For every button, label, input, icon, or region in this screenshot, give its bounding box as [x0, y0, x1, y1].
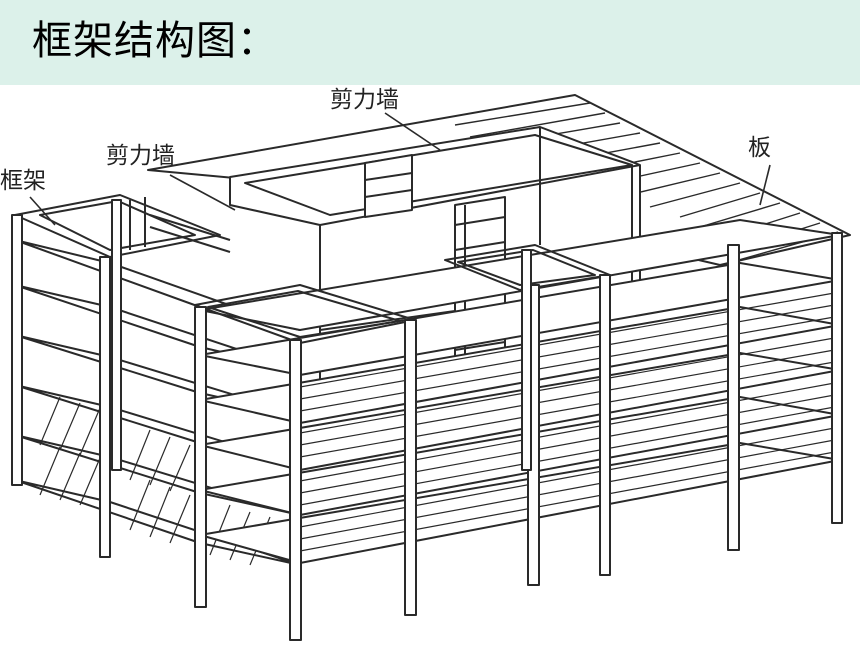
left-frame-top — [14, 194, 231, 265]
slide-title: 框架结构图： — [32, 18, 278, 64]
structure-lines — [11, 94, 851, 641]
label-shear-wall-left: 剪力墙 — [106, 143, 175, 169]
label-shear-wall-top: 剪力墙 — [330, 87, 399, 113]
columns — [11, 199, 843, 641]
label-frame: 框架 — [0, 168, 46, 194]
title-band: 框架结构图： — [0, 0, 860, 85]
leader-lines — [29, 112, 771, 226]
frame-structure-drawing: 剪力墙 剪力墙 框架 板 — [0, 87, 851, 641]
label-slab: 板 — [748, 135, 771, 161]
frame-structure-diagram: 剪力墙 剪力墙 框架 板 — [0, 85, 860, 645]
